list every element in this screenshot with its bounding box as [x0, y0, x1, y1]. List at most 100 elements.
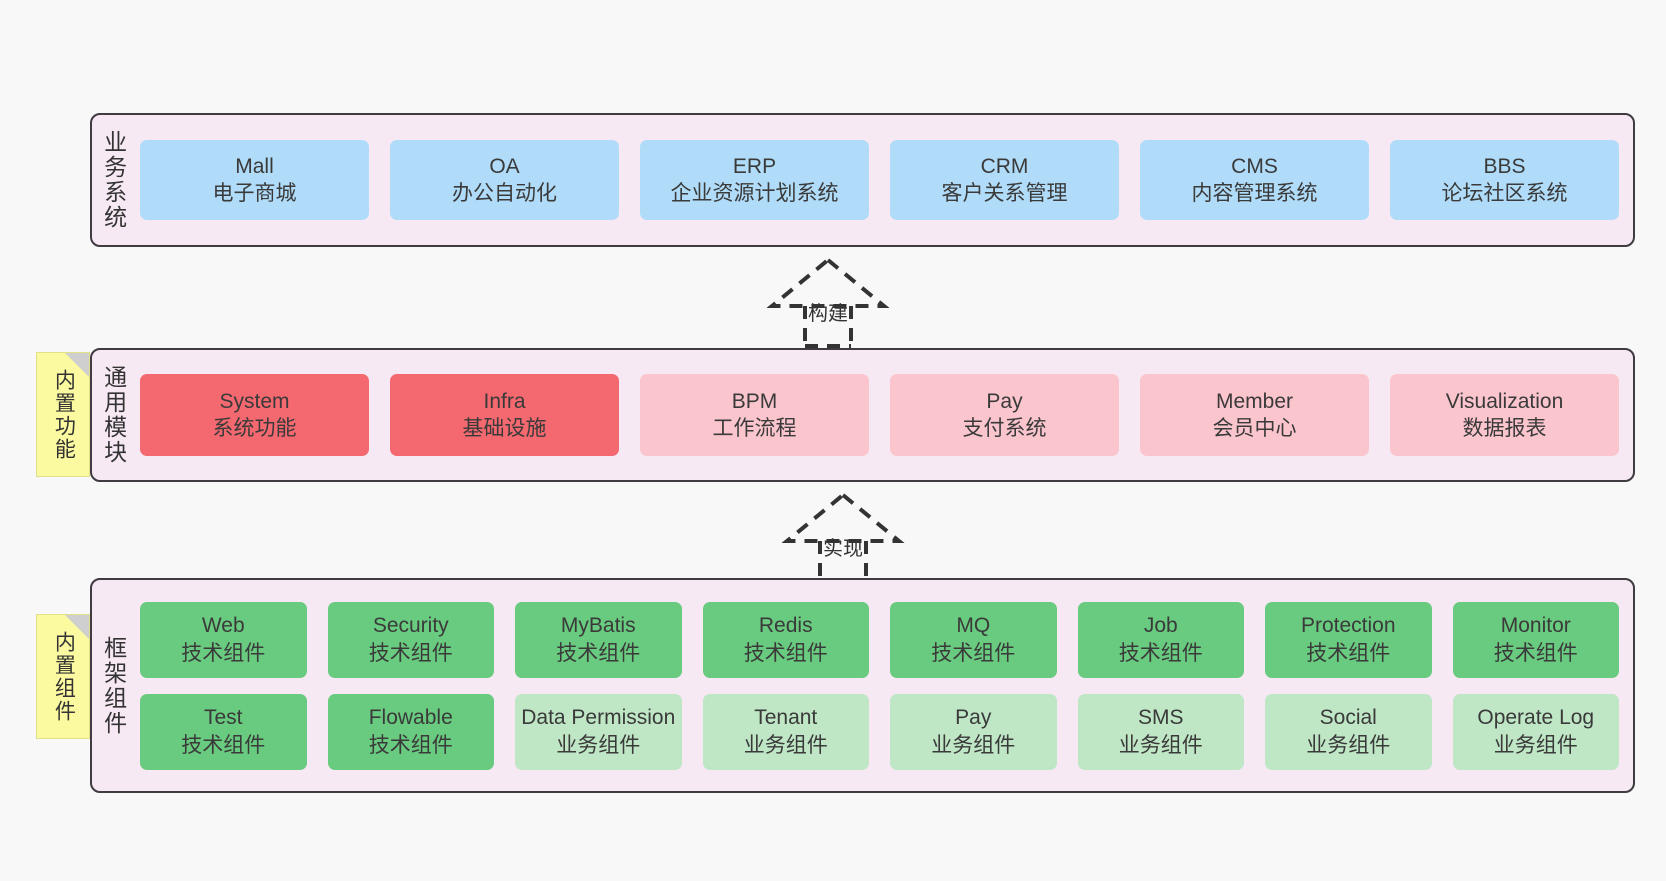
note-fold-icon: [65, 353, 89, 377]
card-bpm[interactable]: BPM 工作流程: [640, 374, 869, 456]
card-tenant[interactable]: Tenant 业务组件: [702, 693, 869, 770]
card-title: BBS: [1483, 154, 1526, 178]
card-title: BPM: [731, 389, 778, 413]
card-title: Mall: [235, 154, 274, 178]
card-flowable[interactable]: Flowable 技术组件: [327, 693, 494, 770]
card-title: MQ: [956, 614, 991, 638]
card-test[interactable]: Test 技术组件: [140, 693, 307, 770]
card-row: Web 技术组件 Security 技术组件 MyBatis 技术组件 Redi…: [140, 601, 1619, 678]
card-subtitle: 基础设施: [462, 417, 547, 440]
layer-business-system[interactable]: 业务系统 Mall 电子商城 OA 办公自动化 ERP 企业资源计划系统 CRM…: [90, 113, 1635, 247]
card-subtitle: 技术组件: [931, 641, 1016, 665]
card-subtitle: 办公自动化: [452, 182, 557, 205]
card-subtitle: 业务组件: [1118, 733, 1203, 757]
card-bbs[interactable]: BBS 论坛社区系统: [1390, 140, 1619, 220]
card-monitor[interactable]: Monitor 技术组件: [1452, 601, 1619, 678]
layer-body-common-module: System 系统功能 Infra 基础设施 BPM 工作流程 Pay 支付系统…: [134, 350, 1633, 480]
card-subtitle: 技术组件: [181, 641, 266, 665]
card-title: OA: [489, 154, 520, 178]
card-title: Operate Log: [1477, 706, 1595, 730]
card-subtitle: 电子商城: [212, 182, 297, 205]
card-subtitle: 论坛社区系统: [1441, 182, 1568, 205]
card-subtitle: 内容管理系统: [1191, 182, 1318, 205]
card-title: Data Permission: [521, 706, 676, 730]
card-row: System 系统功能 Infra 基础设施 BPM 工作流程 Pay 支付系统…: [140, 374, 1619, 456]
card-mybatis[interactable]: MyBatis 技术组件: [515, 601, 682, 678]
card-subtitle: 支付系统: [962, 417, 1047, 440]
connector-implement: 实现: [768, 487, 918, 583]
layer-label-common-module: 通用模块: [100, 365, 127, 465]
layer-label-business-system: 业务系统: [100, 130, 127, 230]
card-subtitle: 客户关系管理: [941, 182, 1068, 205]
card-subtitle: 技术组件: [1118, 641, 1203, 665]
card-row: Mall 电子商城 OA 办公自动化 ERP 企业资源计划系统 CRM 客户关系…: [140, 140, 1619, 220]
note-label: 内置功能: [52, 368, 76, 461]
card-mall[interactable]: Mall 电子商城: [140, 140, 369, 220]
card-subtitle: 技术组件: [368, 733, 453, 757]
card-title: Web: [201, 614, 245, 638]
card-security[interactable]: Security 技术组件: [327, 601, 494, 678]
card-title: Social: [1319, 706, 1377, 730]
card-pay-business[interactable]: Pay 业务组件: [890, 693, 1057, 770]
card-system[interactable]: System 系统功能: [140, 374, 369, 456]
note-fold-icon: [65, 615, 89, 639]
card-title: System: [219, 389, 290, 413]
card-row: Test 技术组件 Flowable 技术组件 Data Permission …: [140, 693, 1619, 770]
card-erp[interactable]: ERP 企业资源计划系统: [640, 140, 869, 220]
layer-framework-component[interactable]: 框架组件 Web 技术组件 Security 技术组件 MyBatis 技术组件…: [90, 578, 1635, 793]
card-web[interactable]: Web 技术组件: [140, 601, 307, 678]
card-subtitle: 业务组件: [931, 733, 1016, 757]
card-title: Visualization: [1445, 389, 1564, 413]
note-builtin-component[interactable]: 内置组件: [36, 614, 90, 739]
card-title: Pay: [986, 389, 1023, 413]
card-title: Pay: [955, 706, 992, 730]
card-pay[interactable]: Pay 支付系统: [890, 374, 1119, 456]
card-subtitle: 技术组件: [1306, 641, 1391, 665]
card-social[interactable]: Social 业务组件: [1265, 693, 1432, 770]
card-title: Tenant: [754, 706, 818, 730]
card-protection[interactable]: Protection 技术组件: [1265, 601, 1432, 678]
card-subtitle: 数据报表: [1462, 417, 1547, 440]
card-subtitle: 业务组件: [743, 733, 828, 757]
card-title: Infra: [483, 389, 526, 413]
card-sms[interactable]: SMS 业务组件: [1077, 693, 1244, 770]
connector-build-label: 构建: [808, 303, 848, 325]
card-job[interactable]: Job 技术组件: [1077, 601, 1244, 678]
card-subtitle: 技术组件: [556, 641, 641, 665]
layer-common-module[interactable]: 通用模块 System 系统功能 Infra 基础设施 BPM 工作流程 Pay…: [90, 348, 1635, 482]
card-cms[interactable]: CMS 内容管理系统: [1140, 140, 1369, 220]
note-builtin-feature[interactable]: 内置功能: [36, 352, 90, 477]
card-title: Job: [1143, 614, 1178, 638]
card-subtitle: 技术组件: [1493, 641, 1578, 665]
card-subtitle: 工作流程: [712, 417, 797, 440]
card-subtitle: 技术组件: [181, 733, 266, 757]
card-title: CMS: [1231, 154, 1278, 178]
card-data-permission[interactable]: Data Permission 业务组件: [515, 693, 682, 770]
card-subtitle: 业务组件: [1493, 733, 1578, 757]
card-crm[interactable]: CRM 客户关系管理: [890, 140, 1119, 220]
card-subtitle: 企业资源计划系统: [670, 182, 839, 205]
card-title: MyBatis: [560, 614, 636, 638]
card-member[interactable]: Member 会员中心: [1140, 374, 1369, 456]
card-subtitle: 会员中心: [1212, 417, 1297, 440]
card-subtitle: 技术组件: [743, 641, 828, 665]
layer-body-framework-component: Web 技术组件 Security 技术组件 MyBatis 技术组件 Redi…: [134, 580, 1633, 791]
card-title: Member: [1215, 389, 1294, 413]
card-operate-log[interactable]: Operate Log 业务组件: [1452, 693, 1619, 770]
card-mq[interactable]: MQ 技术组件: [890, 601, 1057, 678]
note-label: 内置组件: [52, 630, 76, 723]
card-subtitle: 业务组件: [1306, 733, 1391, 757]
card-title: SMS: [1137, 706, 1184, 730]
card-visualization[interactable]: Visualization 数据报表: [1390, 374, 1619, 456]
card-redis[interactable]: Redis 技术组件: [702, 601, 869, 678]
card-oa[interactable]: OA 办公自动化: [390, 140, 619, 220]
card-title: ERP: [732, 154, 777, 178]
card-title: Redis: [758, 614, 813, 638]
card-infra[interactable]: Infra 基础设施: [390, 374, 619, 456]
card-title: CRM: [980, 154, 1029, 178]
card-title: Security: [372, 614, 449, 638]
card-subtitle: 业务组件: [556, 733, 641, 757]
card-subtitle: 系统功能: [212, 417, 297, 440]
connector-implement-label: 实现: [823, 538, 863, 560]
